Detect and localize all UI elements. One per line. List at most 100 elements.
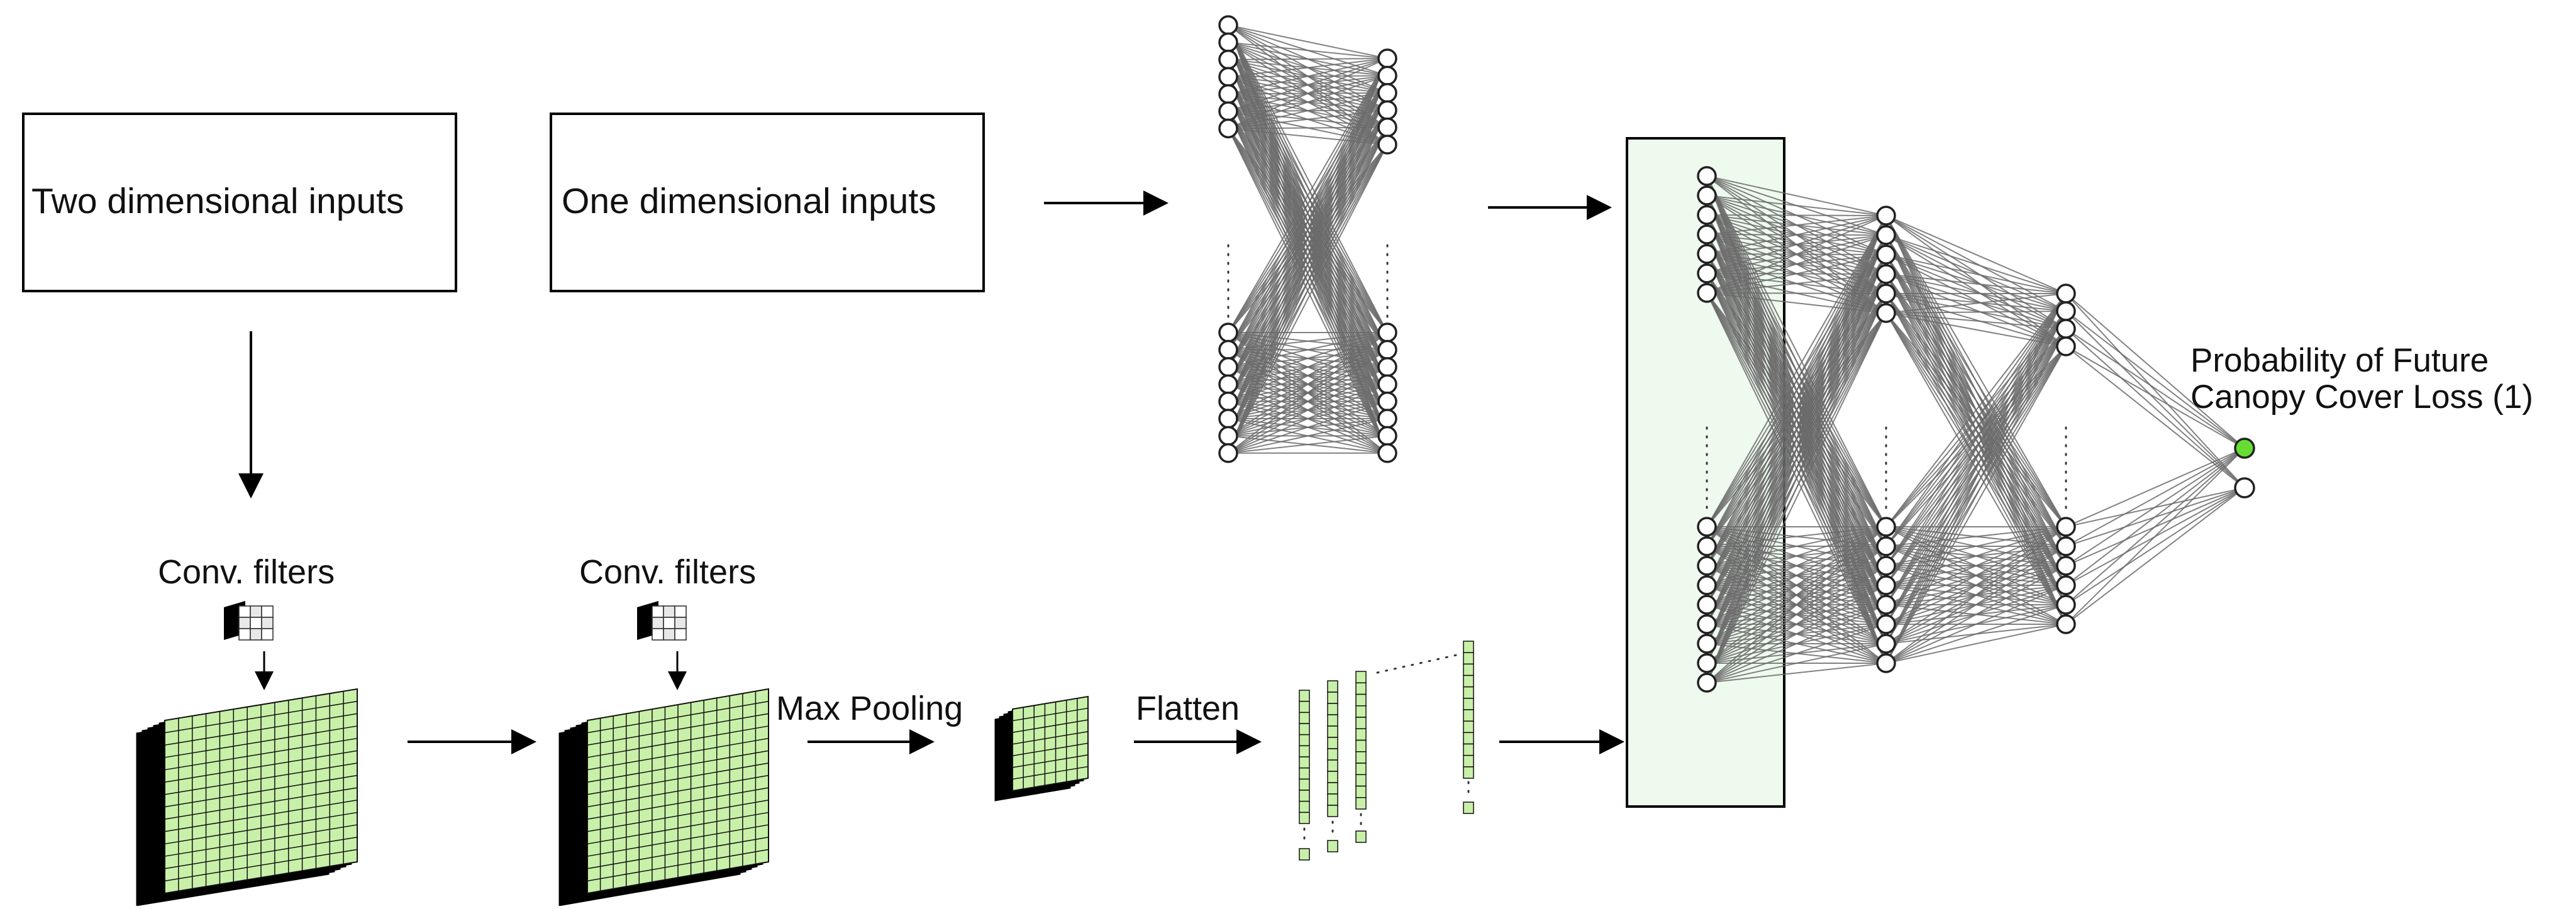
network-edge xyxy=(2065,311,2245,449)
network-edge xyxy=(1706,565,1887,683)
two-dimensional-inputs-label: Two dimensional inputs xyxy=(31,181,404,221)
fusion-layer-2-node-6 xyxy=(1876,303,1896,323)
network-edge xyxy=(1228,25,1388,59)
fusion-layer-2-node-10 xyxy=(1876,575,1896,595)
flatten-vector-2-cell xyxy=(1327,759,1338,772)
network-edge xyxy=(1885,273,2067,347)
network-edge xyxy=(1885,293,2067,605)
network-edge xyxy=(2065,448,2245,547)
network-edge xyxy=(1885,234,2067,527)
conv1-feature-maps-gridline xyxy=(164,700,358,734)
mlp-left-node-14 xyxy=(1218,426,1238,446)
network-edge xyxy=(1885,234,2067,329)
fusion-layer-3-node-9 xyxy=(2056,595,2076,615)
network-edge xyxy=(1228,58,1388,436)
fusion-layer-2-node-7 xyxy=(1876,517,1896,537)
network-edge xyxy=(1706,215,1887,294)
network-edge xyxy=(1706,215,1887,664)
mlp-left-node-4 xyxy=(1218,67,1238,87)
network-edge xyxy=(1885,565,2067,664)
network-edge xyxy=(1228,58,1388,60)
flatten-vector-3-cell xyxy=(1355,682,1367,695)
conv-filter-cube-2-cell xyxy=(674,617,687,629)
network-edge xyxy=(1706,624,1887,683)
flatten-vector-last-cell xyxy=(1463,641,1474,653)
fusion-layer-3-node-1 xyxy=(2056,284,2076,304)
fusion-layer-3-node-3 xyxy=(2056,319,2076,339)
pooled-feature-maps-gridline xyxy=(1012,754,1089,768)
flatten-vector-1-cell xyxy=(1299,723,1310,735)
flatten-vector-1-cell xyxy=(1299,800,1310,813)
conv2-feature-maps-gridline xyxy=(587,787,769,820)
network-edge xyxy=(2065,487,2245,605)
network-edge xyxy=(1885,234,2067,294)
network-edge xyxy=(1885,254,2067,294)
conv-filter-cube-1-cell xyxy=(261,605,274,618)
flatten-label: Flatten xyxy=(1136,690,1240,727)
flatten-vector-tail-3 xyxy=(1355,830,1367,843)
network-edge xyxy=(1228,418,1388,454)
flatten-vector-tail-1 xyxy=(1299,848,1310,861)
mlp-right-node-13 xyxy=(1377,426,1397,446)
flatten-vector-3-cell xyxy=(1355,774,1367,787)
network-edge xyxy=(1706,215,1887,625)
fusion-layer-1-node-7 xyxy=(1697,283,1717,303)
network-edge xyxy=(1885,273,2067,294)
fusion-layer-1-node-15 xyxy=(1697,653,1717,673)
fusion-layer-1-node-10 xyxy=(1697,556,1717,576)
flatten-vector-2-cell xyxy=(1327,748,1338,761)
network-edge xyxy=(1885,293,2067,664)
network-edge xyxy=(1706,234,1887,294)
network-edge xyxy=(1885,293,2067,347)
network-edge xyxy=(1706,215,1887,586)
network-edge xyxy=(1228,109,1388,454)
flow-arrows xyxy=(238,190,1624,754)
flatten-vector-2-cell xyxy=(1327,782,1338,795)
flatten-vector-2-cell xyxy=(1327,737,1338,749)
conv-filter-cube-2-cell xyxy=(652,628,664,641)
flatten-vector-last-cell xyxy=(1463,766,1474,779)
conv2-feature-maps-gridline xyxy=(587,737,769,771)
network-edge xyxy=(1228,366,1388,454)
fusion-layer-3-node-8 xyxy=(2056,575,2076,595)
flatten-vector-1-cell xyxy=(1299,734,1310,747)
network-edges xyxy=(1228,25,2245,683)
network-edge xyxy=(1228,58,1388,454)
network-edge xyxy=(1706,175,1887,216)
network-edge xyxy=(1228,58,1388,129)
flatten-vector-1-cell xyxy=(1299,712,1310,724)
mlp-left-node-15 xyxy=(1218,443,1238,463)
network-edge xyxy=(1885,293,2067,547)
conv-filter-cube-1-cell xyxy=(238,617,251,629)
network-edge xyxy=(1228,41,1388,59)
conv-filter-cube-1-cell xyxy=(250,617,262,629)
pooled-feature-maps xyxy=(1012,695,1089,792)
network-edge xyxy=(1706,604,1887,683)
network-edge xyxy=(1885,215,2067,312)
mlp-left-node-12 xyxy=(1218,391,1238,412)
conv1-feature-maps-gridline xyxy=(164,737,358,771)
conv2-feature-maps-gridline xyxy=(587,763,769,795)
network-edge xyxy=(1706,195,1887,216)
network-edge xyxy=(1706,663,1887,683)
network-edge xyxy=(2065,311,2245,488)
two-dimensional-inputs-box xyxy=(22,113,457,292)
network-edge xyxy=(1885,215,2067,294)
fusion-layer-3-node-7 xyxy=(2056,556,2076,576)
pooled-feature-maps-gridline xyxy=(1012,707,1089,722)
network-edge xyxy=(1706,215,1887,644)
conv2-feature-maps-gridline xyxy=(587,750,769,783)
fusion-layer-2-node-3 xyxy=(1876,245,1896,265)
flatten-vector-1 xyxy=(1299,690,1310,824)
conv1-feature-maps-gridline xyxy=(164,725,358,758)
network-edge xyxy=(1885,328,2067,664)
network-edge xyxy=(1885,293,2067,314)
network-edge xyxy=(1228,332,1388,437)
flatten-vector-3-cell xyxy=(1355,739,1367,752)
network-edge xyxy=(1885,215,2067,347)
network-edge xyxy=(1885,624,2067,664)
network-edge xyxy=(1885,254,2067,347)
network-edge xyxy=(1706,526,1887,683)
mlp-right-node-14 xyxy=(1377,443,1397,463)
